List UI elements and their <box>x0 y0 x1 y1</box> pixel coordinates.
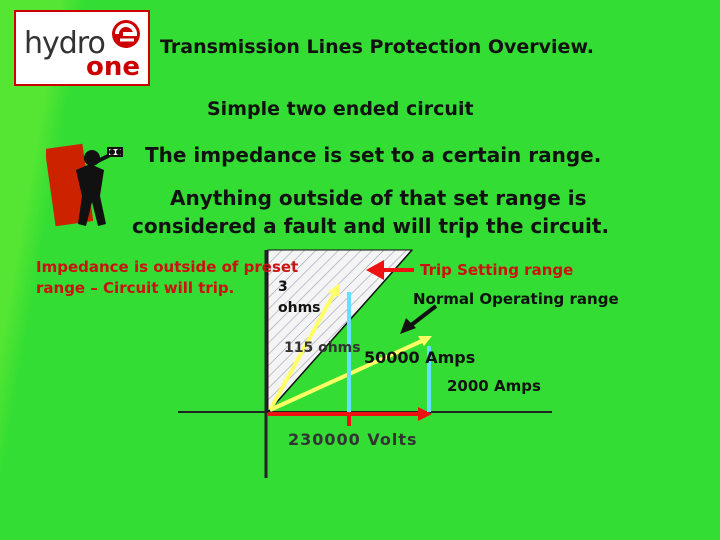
trip-setting-boundary <box>267 249 413 413</box>
outside-range-label-line2: range – Circuit will trip. <box>36 279 235 297</box>
normal-pointer-head <box>400 318 416 334</box>
normal-pointer-arrow <box>408 304 438 328</box>
slide-title: Transmission Lines Protection Overview. <box>160 36 594 58</box>
fault-statement-line1: Anything outside of that set range is <box>170 186 587 210</box>
normal-operating-label: Normal Operating range <box>413 290 619 308</box>
slide-subtitle: Simple two ended circuit <box>207 98 474 120</box>
voltage-label: 230000 Volts <box>288 430 418 449</box>
fault-phasor-arrowhead <box>328 283 340 297</box>
logo-one-text: one <box>86 52 141 82</box>
normal-current-label: 2000 Amps <box>447 377 541 395</box>
fault-current-label: 50000 Amps <box>364 348 476 367</box>
logo-hydro-text: hydro <box>24 26 106 61</box>
normal-ohms-label: 115 ohms <box>284 340 361 356</box>
fault-impedance-phasor <box>268 289 338 411</box>
logo-mark-icon <box>112 20 140 48</box>
hydro-one-logo: hydro one <box>14 10 150 86</box>
trip-setting-label: Trip Setting range <box>420 261 574 279</box>
person-with-binoculars-icon <box>46 143 123 227</box>
fault-ohms-value: 3 <box>278 279 288 295</box>
voltage-arrowhead <box>418 407 432 421</box>
fault-statement-line2: considered a fault and will trip the cir… <box>132 214 610 238</box>
impedance-statement: The impedance is set to a certain range. <box>145 143 602 167</box>
normal-phasor-arrowhead <box>418 336 432 346</box>
outside-range-label-line1: Impedance is outside of preset <box>36 258 299 276</box>
fault-ohms-unit: ohms <box>278 300 321 316</box>
trip-pointer-head <box>366 260 384 280</box>
